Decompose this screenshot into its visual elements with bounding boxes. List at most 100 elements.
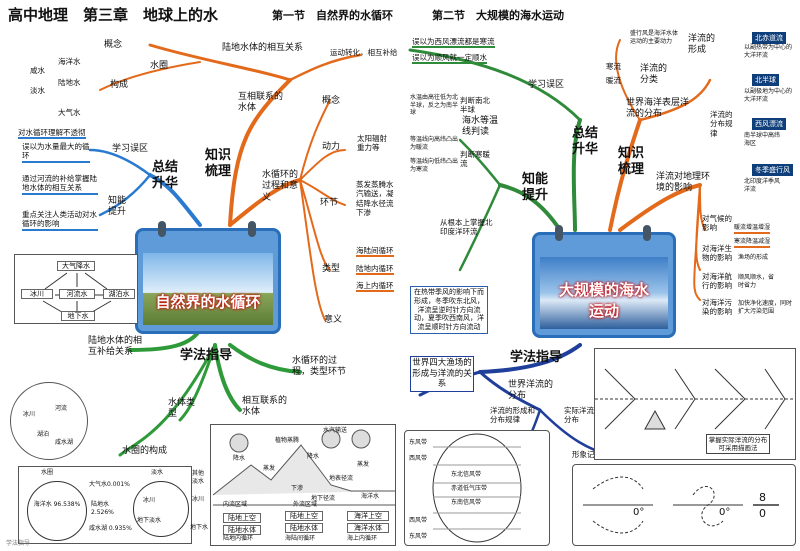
ocean-types-label: 洋流的分类 xyxy=(640,64,668,86)
ocean-form-label: 洋流的形成 xyxy=(688,34,716,56)
currents-note: 掌握实际洋流的分布可采用描画法 xyxy=(706,434,770,455)
effect-climate-1: 暖流增温增湿 xyxy=(734,224,771,234)
water-types-label: 水体类型 xyxy=(168,398,196,420)
grasp-label: 从根本上掌握北印度洋环流 xyxy=(440,218,493,237)
band-7: 东风带 xyxy=(409,533,428,540)
node-atm-precip: 大气降水 xyxy=(57,261,95,272)
mistakes-label-left: 学习误区 xyxy=(112,144,149,154)
lat-0-b: 0° xyxy=(719,507,731,518)
warm-cold-label: 海水等温线判读 xyxy=(462,116,499,138)
fresh-pie xyxy=(133,481,189,537)
cycle-links: 环节 xyxy=(320,198,339,208)
warm-cold-note-3: 等温线向低纬凸出为寒流 xyxy=(410,158,459,173)
effect-ship: 对海洋航行的影响 xyxy=(702,272,732,291)
ability-item-1: 通过河流的补给掌握陆地水体的相互关系 xyxy=(22,174,98,195)
ocean-sky-image xyxy=(540,257,668,329)
wc-label-7: 地表径流 xyxy=(329,475,354,482)
distribution-label: 世界洋流的分布 xyxy=(508,380,554,402)
law-label: 洋流的分布规律 xyxy=(710,110,733,138)
band-5: 东南信风带 xyxy=(451,499,482,506)
method-hub-right: 学法指导 xyxy=(510,350,563,365)
wc-region-outer: 外流区域 xyxy=(293,501,318,508)
land-relations-label: 陆地水体的相互关系 xyxy=(222,43,304,53)
fresh-ground: 地下淡水 xyxy=(137,517,162,524)
wc-label-4: 降水 xyxy=(307,453,320,460)
law-item-7: 冬季盛行风 xyxy=(752,164,793,176)
node-ground: 地下水 xyxy=(61,311,95,322)
salt-percent: 咸水湖 0.935% xyxy=(89,525,132,532)
law-item-4: 以副极地为中心的大洋环流 xyxy=(744,88,793,103)
wc-label-9: 地下径流 xyxy=(311,495,336,502)
side-label-1: 其他淡水 xyxy=(192,470,205,485)
cycle-label: 水循环的过程和意义 xyxy=(262,170,299,203)
band-6: 西风带 xyxy=(409,517,428,524)
caption-3: 海上内循环 xyxy=(347,535,378,542)
cycle-significance: 意义 xyxy=(324,315,343,325)
effect-pollution: 对海洋污染的影响 xyxy=(702,298,732,317)
flow-box-6: 海洋水体 xyxy=(347,523,389,534)
band-1: 东风带 xyxy=(409,439,428,446)
land-relations-note: 运动转化，相互补给 xyxy=(330,48,398,57)
cycle-type-2: 陆地内循环 xyxy=(356,264,394,276)
node-river: 河流水 xyxy=(59,289,95,300)
effect-bio-1: 渔场的形成 xyxy=(738,254,769,261)
cycle-concept: 概念 xyxy=(322,96,341,106)
pressure-belts-diagram: 东风带 西风带 东北信风带 赤道低气压带 东南信风带 西风带 东风带 xyxy=(404,430,550,546)
side-label-3: 地下水 xyxy=(190,524,209,531)
effect-bio: 对海洋生物的影响 xyxy=(702,244,732,263)
node-ice: 冰川 xyxy=(21,289,53,300)
effect-climate: 对气候的影响 xyxy=(702,214,732,233)
water-relations-diagram: 大气降水 河流水 湖泊水 冰川 地下水 xyxy=(14,254,138,324)
ocean-water: 海洋水 xyxy=(58,57,81,66)
hydrosphere-label: 水圈 xyxy=(150,61,169,71)
warm-cold-note-1: 水温由高往低为北半球，反之为南半球 xyxy=(410,94,459,116)
related-water-method: 相互联系的水体 xyxy=(242,396,288,418)
effect-climate-2: 寒流降温减湿 xyxy=(734,238,771,248)
wc-label-8: 下渗 xyxy=(291,485,304,492)
flow-box-3: 陆地水体 xyxy=(223,525,261,536)
lake-circle-diagram: 冰川 河流 湖泊 咸水湖 xyxy=(10,382,88,460)
footer-text: 学法指导 xyxy=(6,540,31,547)
land-percent: 陆地水 2.526% xyxy=(91,501,114,516)
wc-label-3: 水汽输送 xyxy=(323,427,348,434)
summary-hub-left: 总结升华 xyxy=(152,160,179,192)
effect-pollution-1: 加快净化速度，同时扩大污染范围 xyxy=(738,300,793,315)
law-item-5: 西风漂流 xyxy=(752,118,786,130)
calendar-right-title: 大规模的海水运动 xyxy=(558,281,649,320)
wc-label-2: 蒸发 xyxy=(263,465,276,472)
wc-label-1: 降水 xyxy=(233,455,246,462)
effect-ship-1: 顺风顺水，省时省力 xyxy=(738,274,775,289)
side-label-2: 冰川 xyxy=(192,496,205,503)
hydrosphere-composition-diagram: 水圈 海洋水 96.538% 大气水0.001% 陆地水 2.526% 咸水湖 … xyxy=(18,466,192,544)
land-water: 陆地水 xyxy=(58,78,81,87)
cycle-power-note: 太阳辐射重力等 xyxy=(357,134,387,153)
landscape-image xyxy=(143,253,273,325)
grasp-note: 在热带季风的影响下而形成，冬季吹东北风，洋流呈逆时针方向流动，夏季吹西南风，洋流… xyxy=(410,286,488,334)
flow-box-2: 陆地上空 xyxy=(285,511,323,522)
concept-label: 概念 xyxy=(104,40,123,50)
node-lake: 湖泊水 xyxy=(103,289,135,300)
composition-label: 构成 xyxy=(110,80,129,90)
wc-label-10: 海洋水 xyxy=(361,493,380,500)
circle-label-2: 河流 xyxy=(55,405,68,412)
atm-percent: 大气水0.001% xyxy=(89,481,130,488)
warm-cold-n: 判断南北半球 xyxy=(460,96,490,115)
summary-hub-right: 总结升华 xyxy=(572,126,599,158)
wc-label-6: 植物蒸腾 xyxy=(275,437,300,444)
section-2-title: 第二节 大规模的海水运动 xyxy=(432,9,564,22)
circle-label-4: 咸水湖 xyxy=(55,439,74,446)
band-4: 赤道低气压带 xyxy=(451,485,488,492)
section-1-title: 第一节 自然界的水循环 xyxy=(272,9,393,22)
law-item-2: 以副热带为中心的大洋环流 xyxy=(744,44,793,59)
caption-2: 海陆间循环 xyxy=(285,535,316,542)
ocean-pie xyxy=(27,481,87,541)
wc-label-5: 蒸发 xyxy=(357,461,370,468)
ability-item-2: 重点关注人类活动对水循环的影响 xyxy=(22,210,98,231)
water-cycle-diagram: 降水 蒸发 水汽输送 降水 蒸发 植物蒸腾 地表径流 下渗 地下径流 海洋水 内… xyxy=(210,424,396,546)
mistake-item-1: 对水循环理解不透彻 xyxy=(18,128,86,140)
law-item-6: 南半球中高纬海区 xyxy=(744,132,781,147)
calendar-left: 自然界的水循环 xyxy=(135,221,281,334)
mistake-right-1: 误以为西风漂流都是寒流 xyxy=(412,37,495,49)
ocean-form-note: 盛行风是海洋水体运动的主要动力 xyxy=(630,30,679,45)
warm-cold-note-2: 等温线向高纬凸出为暖流 xyxy=(410,136,459,151)
